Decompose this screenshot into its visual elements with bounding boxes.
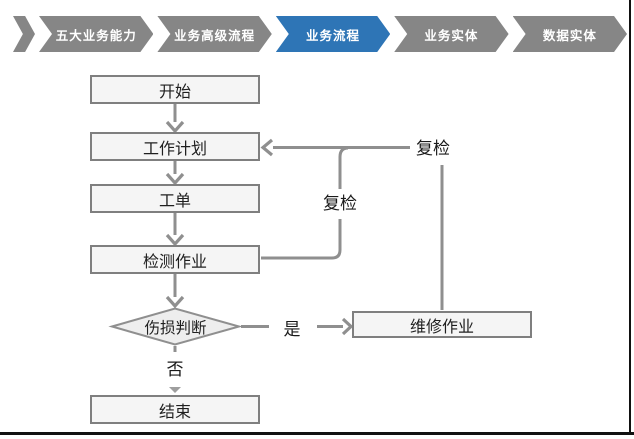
- edge-label-recheck-repair: 复检: [410, 134, 456, 159]
- node-end: 结束: [90, 395, 260, 424]
- arrowhead-order-to-inspect: [165, 233, 185, 247]
- arrowhead-yes-to-repair: [341, 317, 354, 336]
- nav-step-business-capabilities[interactable]: 五大业务能力: [39, 16, 153, 52]
- nav-step-data-entity[interactable]: 数据实体: [513, 16, 627, 52]
- node-work-plan: 工作计划: [90, 132, 260, 161]
- edge-label-yes: 是: [277, 315, 307, 339]
- arrowhead-into-plan: [260, 138, 274, 157]
- loop-inspect-up-lower: [261, 219, 342, 260]
- frame-border-bottom: [0, 432, 634, 435]
- arrowhead-no-to-end: [169, 387, 181, 393]
- nav-step-business-process-active[interactable]: 业务流程: [276, 16, 390, 52]
- node-work-order: 工单: [90, 184, 260, 213]
- chevron-step-nav: 五大业务能力 业务高级流程 业务流程 业务实体 数据实体: [13, 16, 627, 52]
- node-repair-job: 维修作业: [352, 311, 532, 338]
- nav-step-business-entity[interactable]: 业务实体: [394, 16, 508, 52]
- edge-label-no: 否: [160, 355, 190, 379]
- arrowhead-start-to-plan: [165, 120, 185, 134]
- node-damage-decision: 伤损判断: [144, 319, 207, 337]
- frame-border-right: [629, 0, 631, 435]
- nav-step-high-level-process[interactable]: 业务高级流程: [157, 16, 271, 52]
- arrowhead-plan-to-order: [165, 172, 185, 186]
- arrowhead-inspect-to-decision: [165, 295, 185, 309]
- loop-inspect-up-upper: [338, 146, 349, 190]
- node-start: 开始: [90, 75, 260, 104]
- node-inspection-job: 检测作业: [90, 245, 260, 274]
- edge-label-recheck-loop: 复检: [317, 189, 363, 214]
- chevron-lead-icon: [13, 16, 35, 52]
